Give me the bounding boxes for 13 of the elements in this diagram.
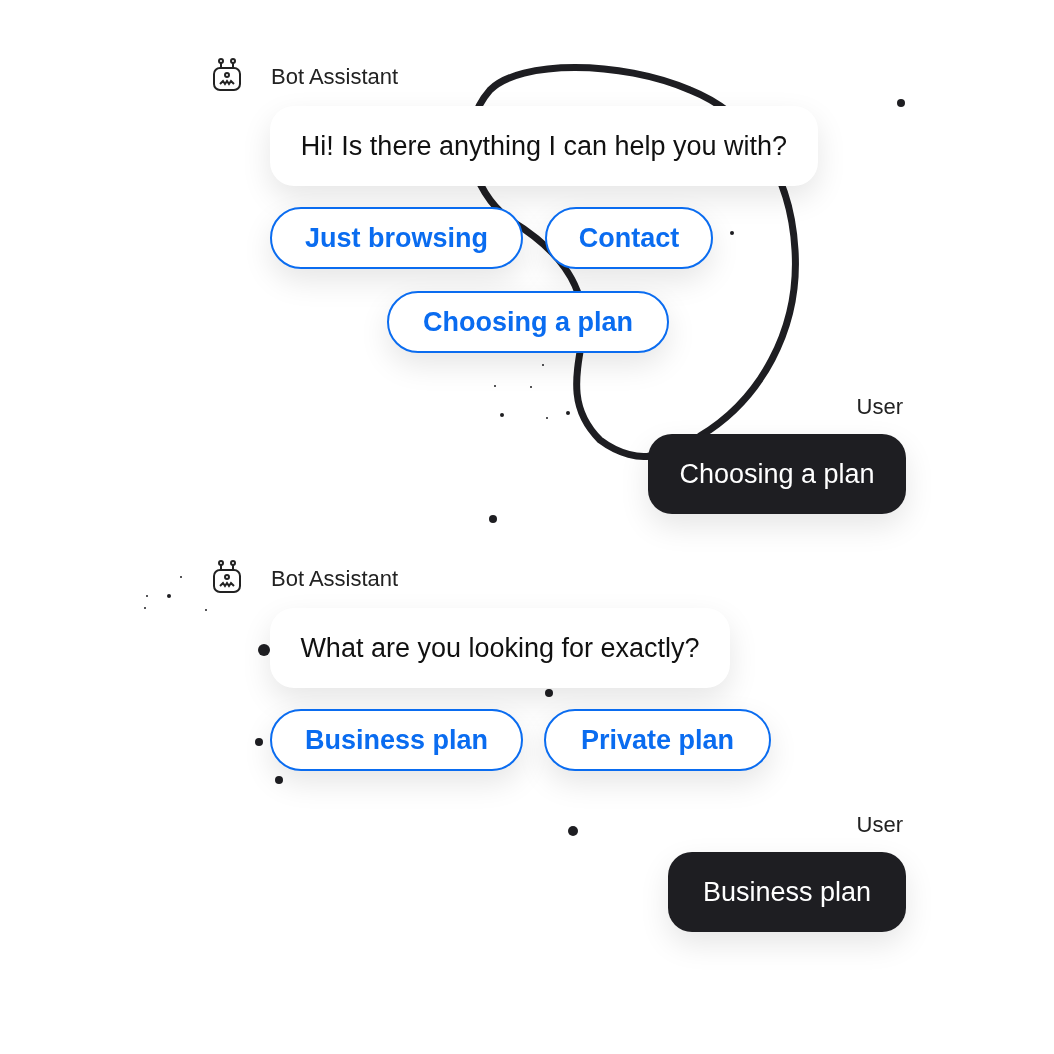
sender-name: Bot Assistant <box>271 64 399 90</box>
sender-name: Bot Assistant <box>271 566 399 592</box>
user-chat-bubble: Business plan <box>668 852 906 932</box>
option-button: Contact <box>545 207 713 269</box>
user-chat-bubble: Choosing a plan <box>648 434 906 514</box>
chat-bubble: Hi! Is there anything I can help you with? <box>270 106 818 186</box>
option-button: Private plan <box>544 709 771 771</box>
option-button: Just browsing <box>270 207 523 269</box>
chat-bubble: What are you looking for exactly? <box>270 608 730 688</box>
option-button: Business plan <box>270 709 523 771</box>
option-button: Choosing a plan <box>387 291 669 353</box>
sender-name: User <box>856 394 903 420</box>
sender-name: User <box>856 812 903 838</box>
